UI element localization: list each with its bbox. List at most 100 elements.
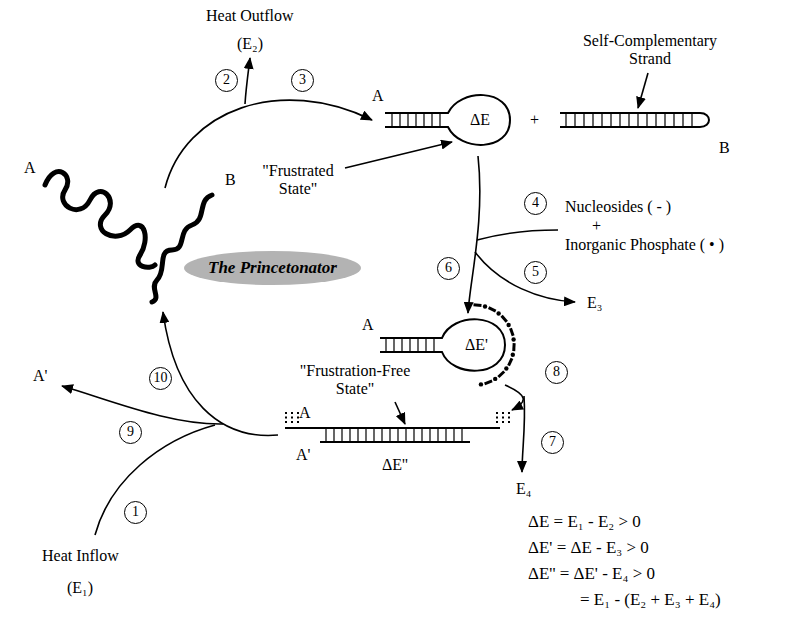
base-pair-rung: [415, 113, 416, 127]
heat-outflow-arrow: [245, 58, 250, 104]
base-pair-rung: [365, 428, 366, 442]
energy-label: (E₂): [237, 35, 263, 53]
base-pair-rung: [357, 428, 358, 442]
base-pair-rung: [592, 113, 593, 127]
strand-continuation: [286, 412, 298, 424]
reagent-inflow: [477, 230, 558, 240]
title-oval: The Princetonator: [184, 251, 361, 285]
base-pair-rung: [431, 113, 432, 127]
nucleoside-mark: [502, 316, 507, 322]
equation: ΔE'' = ΔE' - E₄ > 0: [528, 564, 655, 584]
base-pair-rung: [610, 113, 611, 127]
base-pair-rung: [655, 113, 656, 127]
energy-label: ΔE'': [382, 456, 408, 474]
base-pair-rung: [389, 428, 390, 442]
plus-sign: +: [530, 111, 539, 129]
callout-number: 5: [524, 261, 547, 284]
base-pair-rung: [601, 113, 602, 127]
strand-label: A: [372, 87, 384, 105]
nucleoside-mark: [511, 328, 514, 336]
base-pair-rung: [373, 428, 374, 442]
base-pair-rung: [349, 428, 350, 442]
equation: = E₁ - (E₂ + E₃ + E₄): [580, 590, 721, 610]
callout-number: 4: [524, 192, 547, 215]
nucleoside-mark: [512, 343, 515, 351]
strand-release-arrow: [62, 386, 223, 424]
strand-label: A: [299, 404, 311, 422]
annotation: "Frustration-Free State": [290, 362, 420, 399]
phosphate-dot: [504, 366, 508, 370]
base-pair-rung: [399, 113, 400, 127]
base-pair-rung: [341, 428, 342, 442]
base-pair-rung: [325, 428, 326, 442]
base-pair-rung: [565, 113, 566, 127]
base-pair-rung: [397, 428, 398, 442]
nucleoside-mark: [509, 358, 512, 365]
base-pair-rung: [417, 338, 418, 352]
base-pair-rung: [413, 428, 414, 442]
nucleoside-mark: [489, 308, 496, 312]
base-pair-rung: [429, 428, 430, 442]
heading-label: Heat Inflow: [42, 547, 119, 565]
base-pair-rung: [445, 428, 446, 442]
base-pair-rung: [425, 338, 426, 352]
base-pair-rung: [423, 113, 424, 127]
strand-label: B: [719, 139, 730, 157]
base-pair-rung: [637, 113, 638, 127]
callout-number: 6: [437, 257, 460, 280]
base-pair-rung: [409, 338, 410, 352]
strand-label: A: [362, 316, 374, 334]
energy-label: E₄: [516, 480, 531, 498]
base-pair-rung: [583, 113, 584, 127]
hairpin-strand: [385, 95, 510, 145]
base-pair-rung: [385, 338, 386, 352]
energy-label: E₃: [587, 294, 602, 312]
pointer-line: [638, 73, 648, 108]
annotation: Self-Complementary Strand: [575, 32, 725, 69]
strand-label: A': [33, 367, 47, 385]
base-pair-rung: [381, 428, 382, 442]
base-pair-rung: [433, 338, 434, 352]
base-pair-rung: [391, 113, 392, 127]
oval-title: The Princetonator: [208, 258, 337, 277]
random-coil: [45, 172, 155, 268]
phosphate-dot: [479, 382, 483, 386]
pointer-line: [345, 142, 452, 168]
energy-outflow-arrow: [475, 252, 575, 302]
base-pair-rung: [691, 113, 692, 127]
nucleoside-mark: [485, 381, 492, 384]
base-pair-rung: [664, 113, 665, 127]
cycle-arc: [468, 156, 480, 313]
reagent-label: Nucleosides ( - ): [565, 198, 671, 216]
annotation: "Frustrated State": [248, 162, 348, 199]
random-coil: [152, 195, 212, 302]
callout-number: 2: [215, 69, 238, 92]
base-pair-rung: [619, 113, 620, 127]
phosphate-dot: [483, 304, 487, 308]
base-pair-rung: [461, 428, 462, 442]
callout-number: 7: [541, 431, 564, 454]
phosphate-dot: [506, 323, 510, 327]
phosphate-dot: [511, 352, 515, 356]
callout-number: 10: [149, 367, 172, 390]
callout-number: 8: [545, 361, 568, 384]
energy-outflow-arrow: [522, 396, 525, 472]
base-pair-rung: [401, 338, 402, 352]
callout-number: 1: [124, 501, 147, 524]
equation: ΔE' = ΔE - E₃ > 0: [528, 538, 649, 558]
strand-label: B: [225, 171, 236, 189]
base-pair-rung: [673, 113, 674, 127]
nucleoside-mark: [498, 372, 504, 377]
heading-label: Heat Outflow: [206, 7, 294, 25]
pointer-line: [395, 402, 405, 424]
base-pair-rung: [405, 428, 406, 442]
energy-label: ΔE: [470, 111, 490, 129]
base-pair-rung: [628, 113, 629, 127]
strand-label: A': [296, 446, 310, 464]
strand-label: A: [24, 159, 36, 177]
phosphate-dot: [511, 337, 515, 341]
base-pair-rung: [439, 113, 440, 127]
base-pair-rung: [421, 428, 422, 442]
